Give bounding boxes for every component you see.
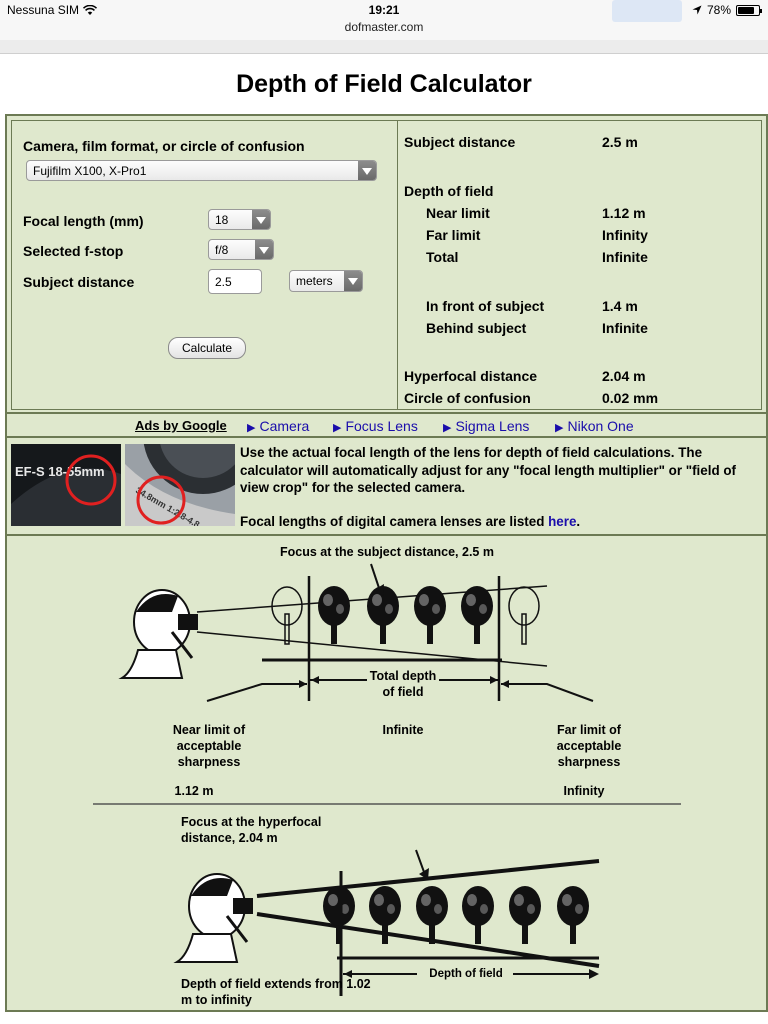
diagram1-focus-title: Focus at the subject distance, 2.5 m: [280, 545, 494, 559]
diagram1-near-value: 1.12 m: [174, 784, 214, 798]
far-limit-value: Infinity: [602, 227, 648, 243]
near-limit-label: Near limit: [426, 205, 490, 221]
distance-unit-value: meters: [296, 274, 333, 288]
camera-select-value: Fujifilm X100, X-Pro1: [33, 163, 147, 178]
ad-link-label: Focus Lens: [345, 418, 418, 434]
dof-diagram-section: Focus at the subject distance, 2.5 m Tot…: [7, 534, 766, 1012]
fstop-select[interactable]: f/8: [208, 239, 274, 260]
wifi-icon: [83, 4, 98, 15]
column-divider: [397, 120, 398, 410]
lens-listed-line: Focal lengths of digital camera lenses a…: [240, 514, 580, 529]
dof-diagram: [93, 563, 681, 996]
result-subject-distance-value: 2.5 m: [602, 134, 638, 150]
here-link[interactable]: here: [548, 514, 577, 529]
clock: 19:21: [368, 3, 400, 17]
diagram-one: [120, 563, 594, 702]
battery-percent: 78%: [706, 3, 731, 17]
play-triangle-icon: ▶: [333, 422, 342, 434]
behind-value: Infinite: [602, 320, 648, 336]
play-triangle-icon: ▶: [247, 422, 256, 434]
lens-photo-1: EF-S 18-55mm: [11, 444, 121, 526]
result-subject-distance-label: Subject distance: [404, 134, 516, 150]
diagram2-dof-label: Depth of field: [429, 968, 503, 980]
far-limit-label: Far limit: [426, 227, 481, 243]
faded-banner-button: [612, 0, 682, 22]
toolbar-divider: [0, 40, 768, 54]
in-front-label: In front of subject: [426, 298, 545, 314]
lens-info-paragraph: Use the actual focal length of the lens …: [240, 445, 736, 495]
diagram1-near-label: Near limit of acceptable sharpness: [172, 723, 246, 769]
diagram-two: [175, 849, 600, 996]
fstop-label: Selected f-stop: [23, 243, 124, 259]
camera-label: Camera, film format, or circle of confus…: [23, 138, 305, 154]
lens-info-section: EF-S 18-55mm 34.8mm 1:2.8-4.8 Use the ac…: [7, 436, 766, 534]
diagram1-total-value: Infinite: [382, 723, 424, 737]
diagram2-focus-title: Focus at the hyperfocal distance, 2.04 m: [181, 815, 322, 845]
ad-link-label: Camera: [259, 418, 310, 434]
chevron-down-icon: [252, 210, 270, 229]
camera-select[interactable]: Fujifilm X100, X-Pro1: [26, 160, 377, 181]
ad-link-sigma-lens[interactable]: ▶Sigma Lens: [443, 418, 529, 434]
diagram1-far-value: Infinity: [563, 784, 605, 798]
chevron-down-icon: [344, 271, 362, 291]
lens-listed-period: .: [576, 514, 581, 529]
dof-heading: Depth of field: [404, 183, 494, 199]
calculate-button[interactable]: Calculate: [168, 337, 246, 359]
focal-length-value: 18: [215, 212, 229, 227]
focal-length-label: Focal length (mm): [23, 213, 144, 229]
chevron-down-icon: [358, 161, 376, 180]
hyperfocal-label: Hyperfocal distance: [404, 368, 538, 384]
battery-area: 78%: [692, 3, 762, 17]
calculator-panel: Camera, film format, or circle of confus…: [5, 114, 768, 1012]
total-label: Total: [426, 249, 459, 265]
ad-link-nikon-one[interactable]: ▶Nikon One: [555, 418, 634, 434]
carrier-area: Nessuna SIM: [7, 3, 98, 17]
ad-link-label: Sigma Lens: [455, 418, 530, 434]
subject-distance-input[interactable]: 2.5: [208, 269, 262, 294]
location-arrow-icon: [692, 5, 702, 15]
focal-length-select[interactable]: 18: [208, 209, 271, 230]
ad-link-label: Nikon One: [567, 418, 634, 434]
play-triangle-icon: ▶: [443, 422, 452, 434]
diagram1-total-dof-label: Total depth of field: [369, 669, 437, 699]
lens-ring-image: 34.8mm 1:2.8-4.8: [125, 444, 235, 526]
subject-distance-label: Subject distance: [23, 274, 135, 290]
fstop-value: f/8: [215, 242, 229, 257]
near-limit-value: 1.12 m: [602, 205, 646, 221]
play-triangle-icon: ▶: [555, 422, 564, 434]
ads-by-google-link[interactable]: Ads by Google: [135, 418, 227, 433]
lens-marking-text: EF-S 18-55mm: [15, 464, 105, 479]
battery-icon: [736, 4, 762, 16]
distance-unit-select[interactable]: meters: [289, 270, 363, 292]
address-bar-url[interactable]: dofmaster.com: [344, 20, 424, 34]
coc-value: 0.02 mm: [602, 390, 659, 406]
lens-photo-2: 34.8mm 1:2.8-4.8: [125, 444, 235, 526]
hyperfocal-value: 2.04 m: [602, 368, 646, 384]
coc-label: Circle of confusion: [404, 390, 531, 406]
diagram1-far-label: Far limit of acceptable sharpness: [556, 723, 622, 769]
carrier-label: Nessuna SIM: [7, 3, 80, 17]
ad-link-camera[interactable]: ▶Camera: [247, 418, 309, 434]
diagram2-extends-text: Depth of field extends from 1.02 m to in…: [181, 977, 371, 1007]
page-title: Depth of Field Calculator: [236, 70, 532, 98]
lens-barrel-image: EF-S 18-55mm: [11, 444, 121, 526]
ad-link-focus-lens[interactable]: ▶Focus Lens: [333, 418, 418, 434]
total-value: Infinite: [602, 249, 648, 265]
battery-level: [738, 6, 754, 14]
calculator-frame: [11, 120, 762, 410]
in-front-value: 1.4 m: [602, 298, 638, 314]
lens-listed-text: Focal lengths of digital camera lenses a…: [240, 514, 545, 529]
status-bar: Nessuna SIM 19:21 dofmaster.com 78%: [0, 0, 768, 40]
chevron-down-icon: [255, 240, 273, 259]
ads-row: Ads by Google ▶Camera ▶Focus Lens ▶Sigma…: [7, 412, 766, 436]
behind-label: Behind subject: [426, 320, 527, 336]
